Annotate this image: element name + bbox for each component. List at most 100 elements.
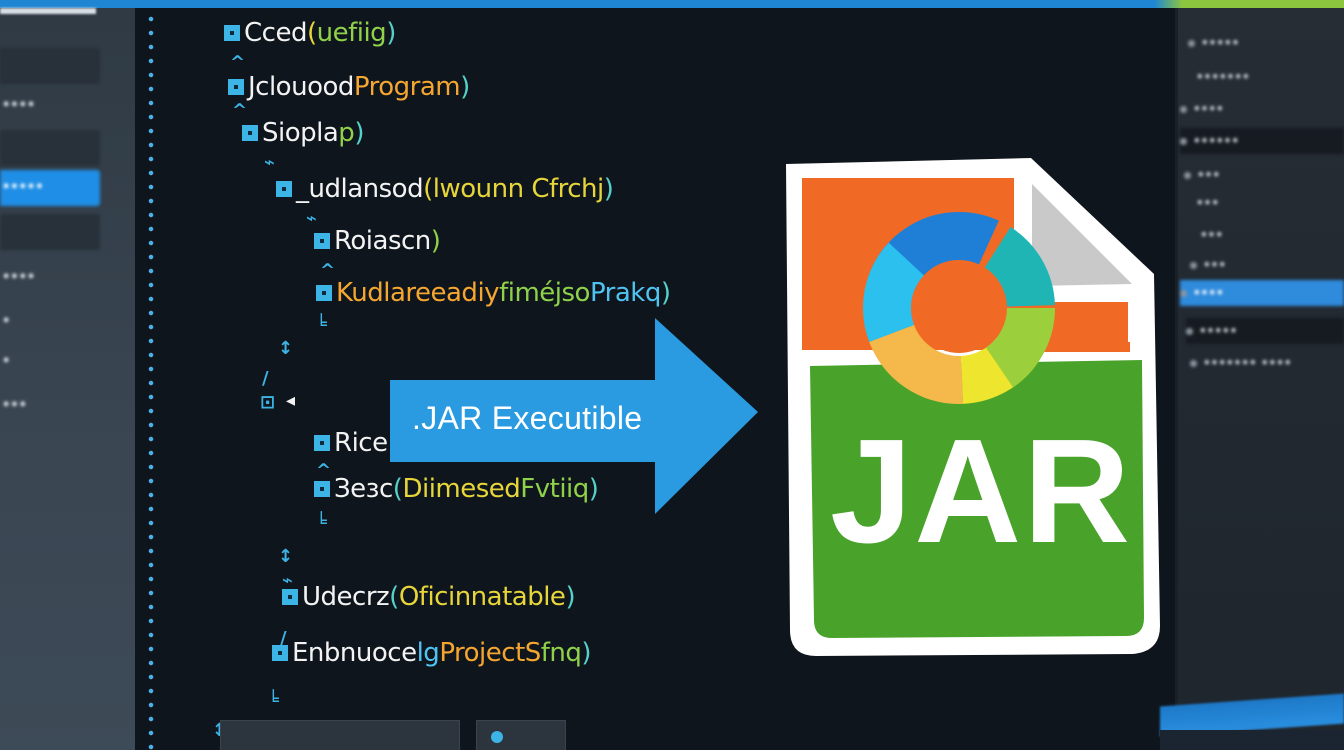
panel-item[interactable]: ••• bbox=[1196, 190, 1344, 216]
node-icon[interactable] bbox=[276, 181, 292, 197]
code-token: ( bbox=[392, 474, 403, 504]
sidebar-item[interactable]: ••• bbox=[2, 398, 27, 413]
panel-item[interactable]: •••••• bbox=[1180, 128, 1344, 154]
jar-icon-label: JAR bbox=[830, 409, 1133, 574]
tree-connector-icon: ^ bbox=[230, 52, 246, 73]
logo-ring-icon bbox=[863, 212, 1055, 404]
code-line[interactable]: Udecrz(Oficinnatable) bbox=[282, 582, 576, 612]
code-line[interactable]: Зeзc(Diimesed Fvtiiq) bbox=[314, 474, 599, 504]
tree-connector-icon: / bbox=[262, 368, 269, 389]
code-line[interactable]: Siopla p) bbox=[242, 118, 364, 148]
tree-connector-icon: ^ bbox=[316, 460, 332, 481]
sidebar-item[interactable]: • bbox=[2, 354, 11, 369]
code-token: Jclouood bbox=[248, 72, 354, 102]
panel-item-label: •••• bbox=[1193, 102, 1224, 116]
code-token: fnq bbox=[540, 638, 582, 668]
panel-item-label: ••••••• bbox=[1196, 70, 1250, 84]
code-token: ( bbox=[306, 18, 317, 48]
sidebar-item[interactable] bbox=[0, 214, 100, 250]
bullet-icon bbox=[1184, 171, 1191, 179]
code-token: _udlansod bbox=[296, 174, 424, 204]
taskbar-strip bbox=[1160, 730, 1344, 750]
bottom-tab[interactable] bbox=[220, 720, 460, 750]
panel-item[interactable]: •••• bbox=[1180, 96, 1344, 122]
arrow-label: .JAR Executible bbox=[412, 400, 643, 436]
sidebar-header-bar bbox=[0, 8, 96, 14]
tree-connector-icon: ╘ bbox=[316, 314, 327, 335]
code-line[interactable]: Roiascn) bbox=[314, 226, 441, 256]
code-line[interactable]: Jclouood Program) bbox=[228, 72, 470, 102]
arrow-right-icon bbox=[390, 318, 758, 514]
tree-connector-icon: / bbox=[280, 628, 287, 649]
tree-connector-icon: ⌁ bbox=[264, 152, 275, 173]
code-token: Diimesed bbox=[402, 474, 521, 504]
code-token: ) bbox=[460, 72, 470, 102]
sidebar-item[interactable]: • bbox=[2, 314, 11, 329]
code-line[interactable]: Cced(uefiig) bbox=[224, 18, 396, 48]
code-token: ) bbox=[354, 118, 364, 148]
code-token: Cced bbox=[244, 18, 307, 48]
code-token: Kudlareeadiy bbox=[336, 278, 500, 308]
panel-item-label: ••• bbox=[1200, 228, 1224, 242]
node-icon[interactable] bbox=[316, 285, 332, 301]
code-line[interactable]: Rice bbox=[314, 428, 388, 458]
node-icon[interactable] bbox=[314, 233, 330, 249]
node-icon[interactable] bbox=[242, 125, 258, 141]
panel-item[interactable]: ••••• bbox=[1188, 30, 1344, 56]
tree-connector-icon: ╘ bbox=[316, 512, 327, 533]
bullet-icon bbox=[1180, 289, 1187, 297]
bottom-tab-active[interactable] bbox=[476, 720, 566, 750]
code-token: Зeзc bbox=[334, 474, 393, 504]
code-token: Prakq bbox=[589, 278, 661, 308]
panel-item[interactable]: ••• bbox=[1190, 252, 1344, 278]
code-token: Siopla bbox=[262, 118, 339, 148]
tree-connector-icon: ↕ bbox=[278, 338, 294, 359]
tree-connector-icon: ^ bbox=[320, 260, 336, 281]
panel-item-label: ••• bbox=[1196, 196, 1220, 210]
window-title-bar bbox=[0, 0, 1344, 8]
collapse-arrow-icon[interactable]: ◂ bbox=[286, 390, 296, 411]
panel-item[interactable]: ••• bbox=[1184, 162, 1344, 188]
code-token: uefiig bbox=[316, 18, 387, 48]
panel-item[interactable]: •••• bbox=[1180, 280, 1344, 306]
code-line[interactable]: _udlansod(lwounn Cfrchj) bbox=[276, 174, 614, 204]
sidebar-item[interactable]: •••• bbox=[2, 98, 36, 113]
sidebar-item[interactable] bbox=[0, 48, 100, 84]
node-icon[interactable] bbox=[282, 589, 298, 605]
panel-item-label: ••••• bbox=[1201, 36, 1240, 50]
code-token: ( bbox=[389, 582, 399, 612]
code-token: Roiascn bbox=[334, 226, 431, 256]
code-token: Rice bbox=[334, 428, 388, 458]
node-icon[interactable] bbox=[314, 435, 330, 451]
panel-item[interactable]: ••••••• bbox=[1196, 64, 1344, 90]
panel-item[interactable]: ••• bbox=[1200, 222, 1344, 248]
panel-item[interactable]: ••••• bbox=[1186, 318, 1344, 344]
code-token: ) bbox=[430, 226, 441, 256]
code-token: ) bbox=[603, 174, 614, 204]
left-sidebar: •••••••••••••••••• bbox=[0, 8, 135, 750]
node-icon[interactable] bbox=[224, 25, 240, 41]
tree-connector-icon: ⌁ bbox=[282, 570, 293, 591]
code-token: ( bbox=[423, 174, 433, 204]
node-icon[interactable] bbox=[314, 481, 330, 497]
bullet-icon bbox=[1180, 105, 1187, 113]
bullet-icon bbox=[1180, 137, 1187, 145]
code-token: Udecrz bbox=[302, 582, 390, 612]
sidebar-item[interactable] bbox=[0, 130, 100, 166]
node-icon[interactable] bbox=[272, 645, 288, 661]
node-icon[interactable] bbox=[228, 79, 244, 95]
code-token: lg bbox=[416, 638, 440, 668]
code-token: Fvtiiq bbox=[520, 474, 589, 504]
code-token: Program bbox=[353, 72, 461, 102]
panel-item-label: •••• bbox=[1193, 286, 1224, 300]
sidebar-item[interactable]: ••••• bbox=[0, 170, 100, 206]
code-token: Enbnuoce bbox=[292, 638, 417, 668]
code-token: fiméjso bbox=[499, 278, 590, 308]
panel-item[interactable]: ••••••• •••• bbox=[1190, 350, 1344, 376]
tree-connector-icon: ⌁ bbox=[306, 208, 317, 229]
bullet-icon bbox=[1190, 359, 1197, 367]
panel-item-label: ••••• bbox=[1199, 324, 1238, 338]
sidebar-item[interactable]: •••• bbox=[2, 270, 36, 285]
